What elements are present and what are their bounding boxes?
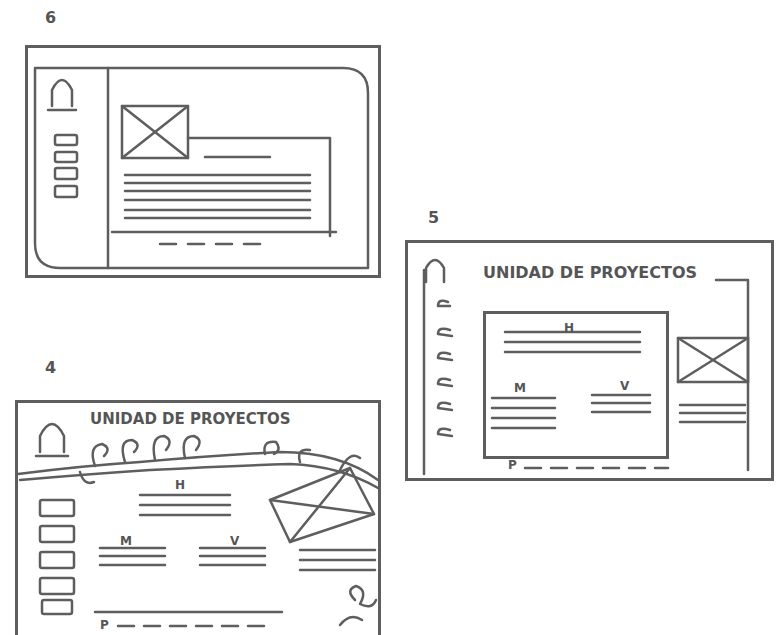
- menu-buttons: [40, 500, 74, 614]
- footer-dashes: [118, 625, 270, 628]
- arch-base: [36, 455, 68, 458]
- sidebar-line: [107, 68, 110, 268]
- section-letter: M: [514, 382, 526, 394]
- wireframe-frame: 6: [25, 45, 381, 278]
- sketch-number: 5: [428, 210, 439, 226]
- section-letter: H: [564, 322, 574, 334]
- section-letter: H: [175, 479, 185, 491]
- inner-frame: [716, 280, 748, 470]
- footer-dashes: [525, 467, 668, 470]
- arch-logo: [40, 424, 64, 452]
- arch-logo: [52, 80, 72, 106]
- arch-base: [48, 109, 76, 112]
- footer-dashes: [160, 243, 272, 246]
- text-lines: [492, 332, 745, 428]
- section-letter: V: [620, 380, 629, 392]
- vine-ornament: [18, 436, 378, 625]
- inner-frame: [35, 68, 368, 268]
- section-letter: P: [508, 459, 517, 471]
- inner-frame: [423, 270, 426, 474]
- content-panel: H M V: [483, 311, 669, 459]
- sketch-number: 6: [45, 10, 56, 26]
- sketch-number: 4: [45, 360, 56, 376]
- site-title: UNIDAD DE PROYECTOS: [90, 412, 291, 427]
- menu-glyphs: [438, 301, 452, 436]
- site-title: UNIDAD DE PROYECTOS: [483, 265, 697, 281]
- section-letter: V: [230, 535, 239, 547]
- image-placeholder: [678, 338, 748, 382]
- image-placeholder: [270, 468, 374, 542]
- section-letter: M: [120, 535, 132, 547]
- wireframe-frame: 4UNIDAD DE PROYECTOSHMVP: [15, 400, 381, 635]
- text-lines: [112, 157, 336, 232]
- content-panel: [188, 138, 330, 236]
- image-placeholder: [122, 106, 188, 158]
- wireframe-frame: 5UNIDAD DE PROYECTOSPHMV: [405, 240, 774, 481]
- section-letter: P: [100, 619, 109, 631]
- arch-logo: [426, 260, 444, 282]
- text-lines: [95, 495, 375, 612]
- menu-buttons: [55, 135, 77, 197]
